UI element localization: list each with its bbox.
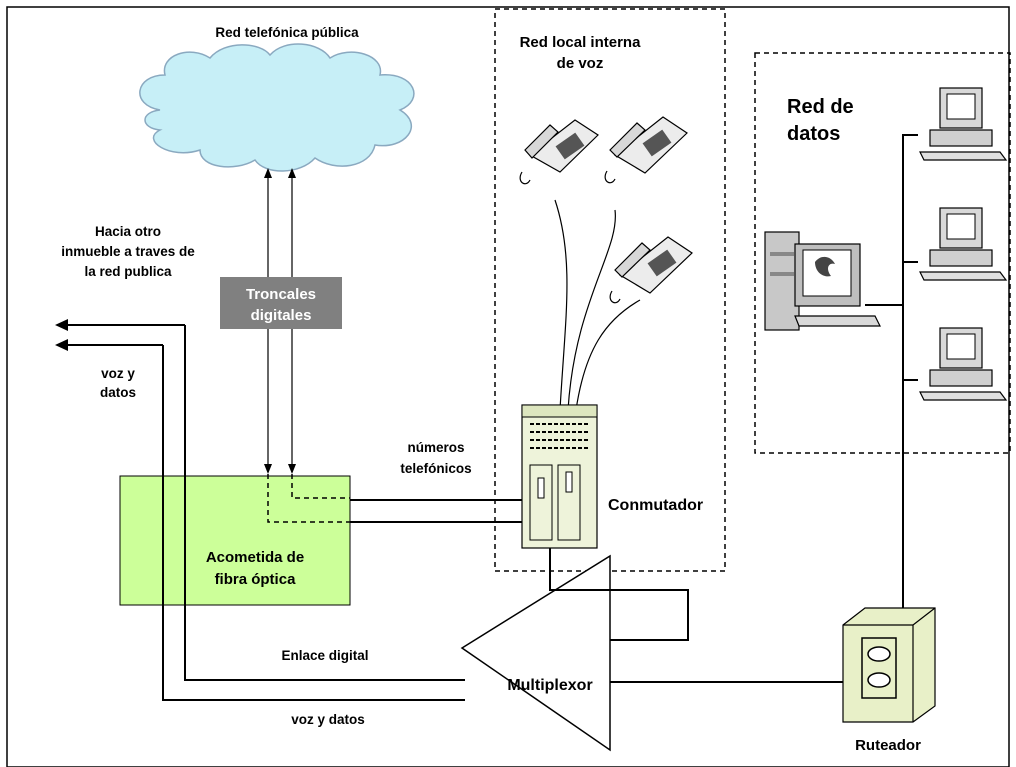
arrow-up-icon bbox=[264, 168, 272, 178]
phone-cord-3 bbox=[575, 299, 641, 411]
data-network-label-2: datos bbox=[787, 123, 840, 145]
phone-numbers-label-2: telefónicos bbox=[400, 461, 471, 476]
outer-frame bbox=[6, 6, 1010, 767]
switch-label: Conmutador bbox=[608, 497, 703, 514]
local-voice-label-1: Red local interna bbox=[520, 34, 642, 51]
arrow-up-icon bbox=[288, 168, 296, 178]
trunks-label-1: Troncales bbox=[246, 286, 316, 303]
other-building-label-2: inmueble a traves de bbox=[61, 244, 195, 259]
multiplexer-label: Multiplexor bbox=[507, 677, 592, 694]
arrow-left-icon bbox=[55, 319, 68, 331]
telephone-icon bbox=[609, 236, 693, 304]
fiber-label-2: fibra óptica bbox=[215, 571, 297, 588]
digital-link-label: Enlace digital bbox=[281, 648, 368, 663]
arrow-left-icon bbox=[55, 339, 68, 351]
fiber-label-1: Acometida de bbox=[206, 549, 304, 566]
phone-cord-2 bbox=[567, 209, 616, 411]
switch-mux-line bbox=[549, 548, 689, 641]
multiplexer-icon bbox=[460, 554, 611, 752]
digital-link-line bbox=[184, 325, 465, 681]
fiber-access-box bbox=[119, 475, 351, 606]
phone-cord-1 bbox=[554, 199, 568, 411]
router-label: Ruteador bbox=[855, 737, 921, 754]
voice-data-bottom-label: voz y datos bbox=[291, 712, 365, 727]
data-network-zone bbox=[754, 52, 1011, 454]
arrow-down-icon bbox=[264, 464, 272, 474]
data-bus-line bbox=[902, 134, 918, 620]
data-network-label-1: Red de bbox=[787, 96, 854, 118]
telephone-icon bbox=[604, 116, 688, 184]
arrow-down-icon bbox=[288, 464, 296, 474]
voice-data-left-label-1: voz y bbox=[101, 366, 135, 381]
other-building-label-3: la red publica bbox=[84, 264, 172, 279]
telephone-icon bbox=[519, 119, 599, 185]
workstation-icon bbox=[919, 327, 1008, 401]
public-network-cloud-icon bbox=[139, 43, 415, 172]
other-building-label-1: Hacia otro bbox=[95, 224, 161, 239]
trunks-label-box bbox=[220, 277, 342, 329]
workstation-icon bbox=[919, 207, 1008, 281]
router-icon bbox=[842, 607, 936, 723]
voice-data-line bbox=[162, 345, 465, 701]
public-network-label: Red telefónica pública bbox=[215, 25, 359, 40]
local-voice-label-2: de voz bbox=[557, 55, 604, 72]
switch-cabinet-icon bbox=[521, 404, 598, 549]
trunks-label-2: digitales bbox=[251, 307, 312, 324]
phone-numbers-label-1: números bbox=[407, 440, 464, 455]
voice-data-left-label-2: datos bbox=[100, 385, 136, 400]
server-computer-icon bbox=[764, 231, 881, 331]
workstation-icon bbox=[919, 87, 1008, 161]
